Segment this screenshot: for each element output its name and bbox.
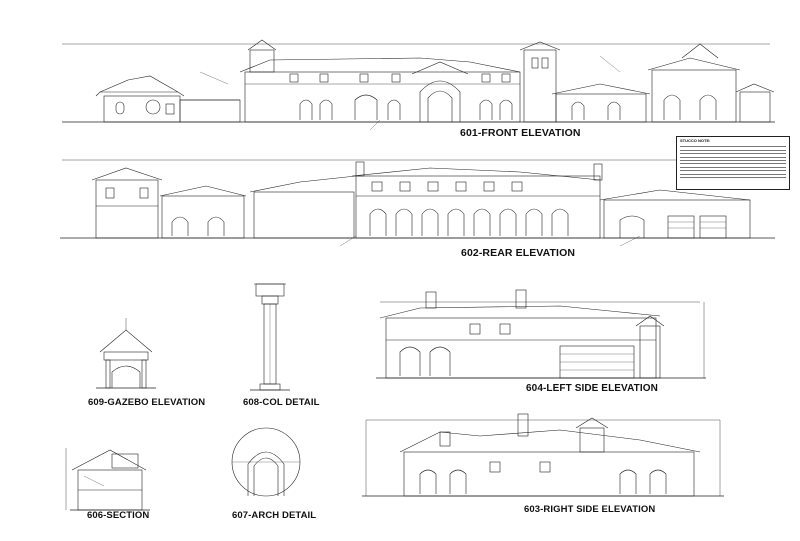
stucco-note-title: STUCCO NOTE: [680, 138, 711, 143]
rear-elevation-drawing [60, 159, 775, 247]
title-gazebo-elevation: 609-GAZEBO ELEVATION [88, 397, 206, 408]
column-detail-drawing [250, 283, 290, 391]
left-side-elevation-drawing [376, 289, 706, 379]
stucco-note-box: STUCCO NOTE: [676, 136, 790, 190]
section-drawing [65, 448, 150, 511]
gazebo-elevation-drawing [96, 318, 156, 389]
title-arch-detail: 607-ARCH DETAIL [232, 510, 317, 521]
title-rear-elevation: 602-REAR ELEVATION [461, 247, 576, 259]
title-left-side-elevation: 604-LEFT SIDE ELEVATION [526, 383, 658, 394]
title-section: 606-SECTION [87, 510, 150, 521]
front-elevation-drawing [62, 39, 775, 131]
right-side-elevation-drawing [362, 413, 724, 497]
arch-detail-drawing [231, 427, 301, 497]
title-column-detail: 608-COL DETAIL [243, 397, 320, 408]
title-front-elevation: 601-FRONT ELEVATION [460, 127, 581, 139]
title-right-side-elevation: 603-RIGHT SIDE ELEVATION [524, 504, 656, 515]
